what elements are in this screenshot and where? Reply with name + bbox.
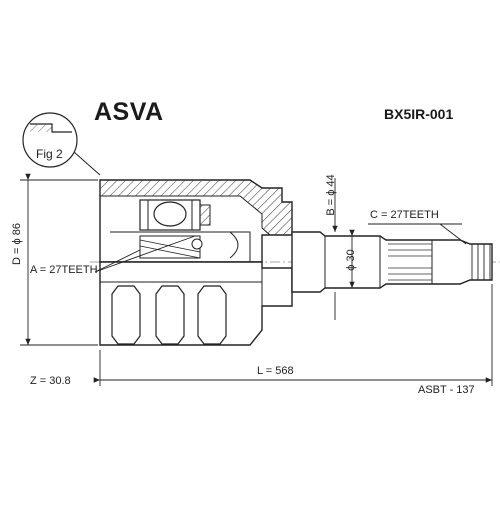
brand-logo-text: ASVA bbox=[94, 98, 164, 126]
joint-housing bbox=[99, 179, 293, 263]
figure-label: Fig 2 bbox=[36, 147, 63, 161]
fig-detail-callout bbox=[22, 112, 101, 176]
stub-shaft bbox=[291, 231, 493, 293]
dimension-b-label: B = ϕ 44 bbox=[325, 174, 337, 216]
joint-housing-outer bbox=[99, 261, 293, 346]
dimension-d-label: D = ϕ 86 bbox=[11, 223, 23, 265]
dimension-c-label: C = 27TEETH bbox=[370, 209, 439, 221]
dimension-z-label: Z = 30.8 bbox=[30, 375, 71, 387]
dimension-l-label: L = 568 bbox=[257, 365, 294, 377]
dimension-shaft-label: ϕ 30 bbox=[345, 249, 357, 271]
reference-code: ASBT - 137 bbox=[418, 384, 475, 396]
dimension-lines bbox=[20, 173, 493, 386]
dimension-a-label: A = 27TEETH bbox=[30, 264, 98, 276]
part-number: BX5IR-001 bbox=[384, 106, 454, 122]
